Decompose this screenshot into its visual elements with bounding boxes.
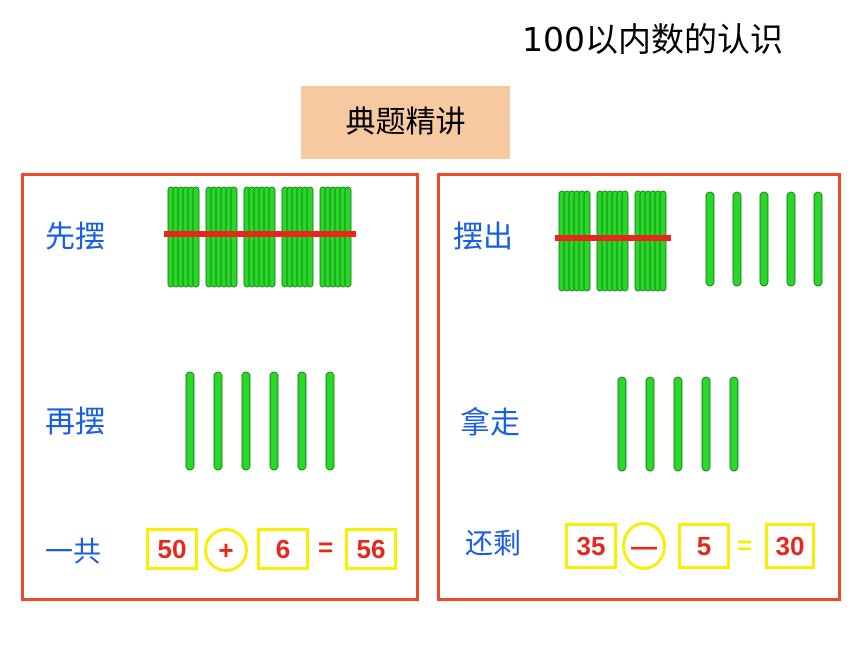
right-label-first: 摆出: [453, 220, 513, 255]
right-eq-sign: =: [737, 530, 753, 560]
single-stick: [645, 376, 655, 472]
stick-bundle: [631, 190, 671, 292]
left-eq-b: 6: [257, 528, 309, 570]
left-panel: [21, 173, 419, 601]
single-stick: [729, 376, 739, 472]
right-eq-op: —: [622, 522, 666, 570]
right-label-total: 还剩: [465, 527, 522, 560]
single-stick: [617, 376, 627, 472]
single-stick: [732, 191, 742, 287]
single-stick: [185, 371, 195, 471]
single-stick: [701, 376, 711, 472]
bundle-band: [164, 231, 204, 237]
right-bundles: [555, 190, 671, 292]
left-eq-op: +: [204, 528, 248, 572]
right-singles: [705, 191, 823, 287]
bundle-band: [316, 231, 356, 237]
stick-bundle: [240, 186, 280, 288]
left-eq-result: 56: [345, 528, 397, 570]
single-stick: [213, 371, 223, 471]
right-taken: [617, 376, 739, 472]
left-singles: [185, 371, 335, 471]
single-stick: [269, 371, 279, 471]
single-stick: [325, 371, 335, 471]
bundle-band: [202, 231, 242, 237]
single-stick: [241, 371, 251, 471]
single-stick: [759, 191, 769, 287]
left-label-second: 再摆: [45, 405, 105, 440]
right-eq-a: 35: [565, 523, 617, 569]
stick-bundle: [202, 186, 242, 288]
stick-bundle: [555, 190, 595, 292]
stick-bundle: [316, 186, 356, 288]
stick-bundle: [164, 186, 204, 288]
left-label-first: 先摆: [45, 220, 105, 255]
right-label-second: 拿走: [460, 406, 520, 441]
single-stick: [705, 191, 715, 287]
single-stick: [673, 376, 683, 472]
stick-bundle: [593, 190, 633, 292]
single-stick: [813, 191, 823, 287]
bundle-band: [593, 235, 633, 241]
single-stick: [297, 371, 307, 471]
single-stick: [786, 191, 796, 287]
bundle-band: [240, 231, 280, 237]
left-label-total: 一共: [45, 535, 102, 568]
right-panel: [437, 173, 841, 601]
left-eq-a: 50: [146, 528, 198, 570]
left-eq-sign: =: [318, 532, 334, 562]
section-banner: 典题精讲: [301, 86, 510, 159]
stick-bundle: [278, 186, 318, 288]
page-title: 100以内数的认识: [522, 20, 783, 59]
bundle-band: [631, 235, 671, 241]
right-eq-result: 30: [765, 523, 815, 569]
left-bundles: [164, 186, 356, 288]
bundle-band: [555, 235, 595, 241]
bundle-band: [278, 231, 318, 237]
right-eq-b: 5: [678, 523, 730, 569]
